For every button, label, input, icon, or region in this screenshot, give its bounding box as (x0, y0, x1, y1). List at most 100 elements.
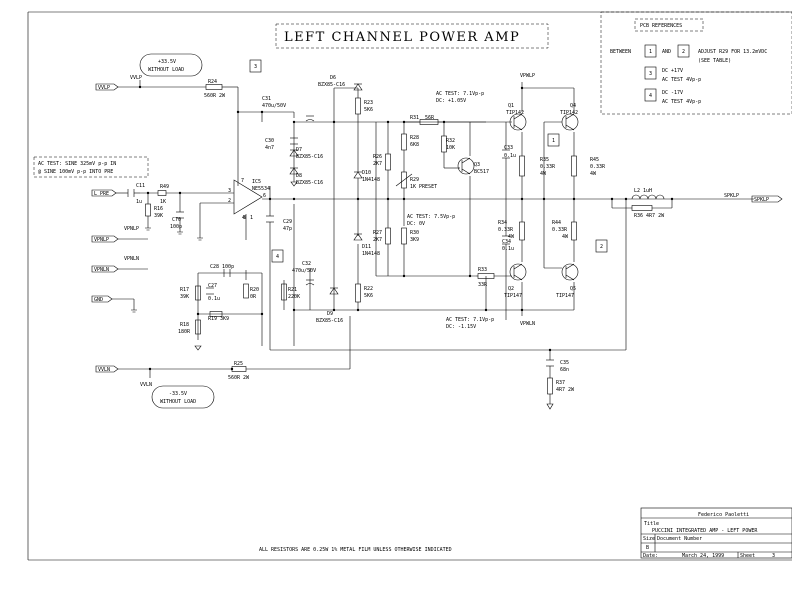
resistor-r25: R25 560R 2W (228, 361, 250, 381)
q1-dc-test: DC: +1.05V (436, 98, 466, 104)
r45-ref: R45 (590, 157, 599, 163)
ic5-pin-2: 2 (228, 198, 231, 204)
l2-label: L2 1uH (634, 188, 652, 194)
r37-value: 4R7 2W (556, 387, 575, 393)
r34-value: 0.33R (498, 227, 514, 233)
q4-ref: Q4 (570, 103, 576, 109)
title-block-title-value: PUCCINI INTEGRATED AMP - LEFT POWER (652, 528, 758, 534)
circuit-marker-2-label: 2 (600, 244, 603, 250)
q1-ref: Q1 (508, 103, 514, 109)
pcb-marker-3-box (644, 66, 657, 80)
resistor-r19: R19 3K9 (208, 311, 229, 322)
r26-ref: R26 (373, 154, 382, 160)
port-spklp-label: SPKLP (754, 197, 769, 203)
ac-test-input-line1: AC TEST: SINE 325mV p-p IN (38, 161, 116, 167)
d9-ref: D9 (327, 311, 333, 317)
d11-ref: D11 (362, 244, 371, 250)
resistor-r32: R32 10K (441, 135, 455, 153)
r45-power: 4W (590, 171, 597, 177)
net-vvlp: VVLP (130, 75, 142, 81)
ic5-pin-4: 4 (242, 215, 245, 221)
pcb-marker-1-box (644, 44, 657, 58)
r25-ref: R25 (234, 361, 243, 367)
r44-value: 0.33R (552, 227, 568, 233)
c35-ref: C35 (560, 360, 569, 366)
d6-value: BZX85-C16 (318, 82, 345, 88)
d6-ref: D6 (330, 75, 336, 81)
title-block-size-value: B (646, 545, 649, 551)
r34-ref: R34 (498, 220, 507, 226)
c29-value: 47p (283, 226, 292, 232)
r22-value: 5K6 (364, 293, 373, 299)
r33-ref: R33 (478, 267, 487, 273)
r29-value: 1K PRESET (410, 184, 437, 190)
r27-ref: R27 (373, 230, 382, 236)
pcb-ref3-dc: DC +17V (662, 68, 683, 74)
title-block-date-value: March 24, 1999 (682, 553, 724, 559)
pcb-ref4-ac: AC TEST 4Vp-p (662, 99, 701, 105)
pcb-marker-3: 3 (649, 71, 652, 77)
port-vpnlp: VPNLP (91, 235, 119, 243)
resistor-r20: R20 0R (243, 283, 259, 300)
zener-d8: D8 BZX85-C16 (289, 167, 323, 186)
d9-value: BZX85-C16 (316, 318, 343, 324)
r25-value: 560R 2W (228, 375, 250, 381)
resistor-r23: R23 5K6 (355, 97, 373, 115)
zener-d6: D6 BZX85-C16 (318, 75, 363, 91)
port-vvlp: VVLP (95, 83, 119, 91)
c34-ref: C34 (502, 239, 511, 245)
ic5-ref: IC5 (252, 179, 261, 185)
r45-value: 0.33R (590, 164, 606, 170)
diode-d10: D10 1N4148 (353, 170, 380, 183)
d10-value: 1N4148 (362, 177, 380, 183)
vminus-note-bubble (151, 385, 215, 409)
r29-ref: R29 (410, 177, 419, 183)
port-vvln-label: VVLN (98, 367, 110, 373)
capacitor-c28: C28 100p (210, 264, 234, 277)
c27-ref: C27 (208, 283, 217, 289)
r18-ref: R18 (180, 322, 189, 328)
title-block-docnum-label: Document Number (657, 536, 702, 542)
zener-d7: D7 BZX85-C16 (289, 147, 323, 160)
capacitor-c33: C33 0.1u (502, 145, 516, 159)
r17-ref: R17 (180, 287, 189, 293)
resistor-r24: R24 560R 2W (204, 79, 226, 99)
port-vvlp-label: VVLP (98, 85, 110, 91)
q5-value: TIP147 (556, 293, 574, 299)
c31-ref: C31 (262, 96, 271, 102)
r33-value: 33R (478, 282, 488, 288)
c32-ref: C32 (302, 261, 311, 267)
d7-value: BZX85-C16 (296, 154, 323, 160)
port-vpnlp-label: VPNLP (94, 237, 109, 243)
r31-value: 56R (425, 115, 435, 121)
r32-ref: R32 (446, 138, 455, 144)
title-block-date-label: Date: (643, 553, 658, 559)
d11-value: 1N4148 (362, 251, 380, 257)
circuit-marker-4-label: 4 (276, 254, 279, 260)
c29-ref: C29 (283, 219, 292, 225)
resistor-r44: R44 0.33R 4W (552, 220, 577, 241)
resistor-r31: R31 56R (410, 115, 439, 125)
capacitor-c27: C27 0.1u (206, 283, 220, 302)
c35-value: 68n (560, 367, 569, 373)
c70-value: 100p (170, 224, 182, 230)
c28-label: C28 100p (210, 264, 234, 270)
r35-value: 0.33R (540, 164, 556, 170)
preset-r29: R29 1K PRESET (395, 171, 437, 190)
port-vvln: VVLN (95, 365, 119, 373)
resistor-r34: R34 0.33R 4W (498, 220, 525, 241)
resistor-r37: R37 4R7 2W (547, 377, 575, 395)
pcb-marker-4: 4 (649, 93, 652, 99)
port-l-pre-label: L PRE (94, 191, 109, 197)
capacitor-c70: C70 100p (170, 211, 184, 230)
ac-test-input-box (33, 156, 149, 178)
r21-ref: R21 (288, 287, 297, 293)
r24-value: 560R 2W (204, 93, 226, 99)
c31-value: 470u/50V (262, 103, 286, 109)
pcb-and-label: AND (662, 49, 671, 55)
capacitor-c11: C11 1u (127, 183, 145, 205)
d7-ref: D7 (296, 147, 302, 153)
ic5-pin-8: 8 (243, 215, 246, 221)
q3-ref: Q3 (474, 162, 480, 168)
pcb-marker-2-box (677, 44, 690, 58)
